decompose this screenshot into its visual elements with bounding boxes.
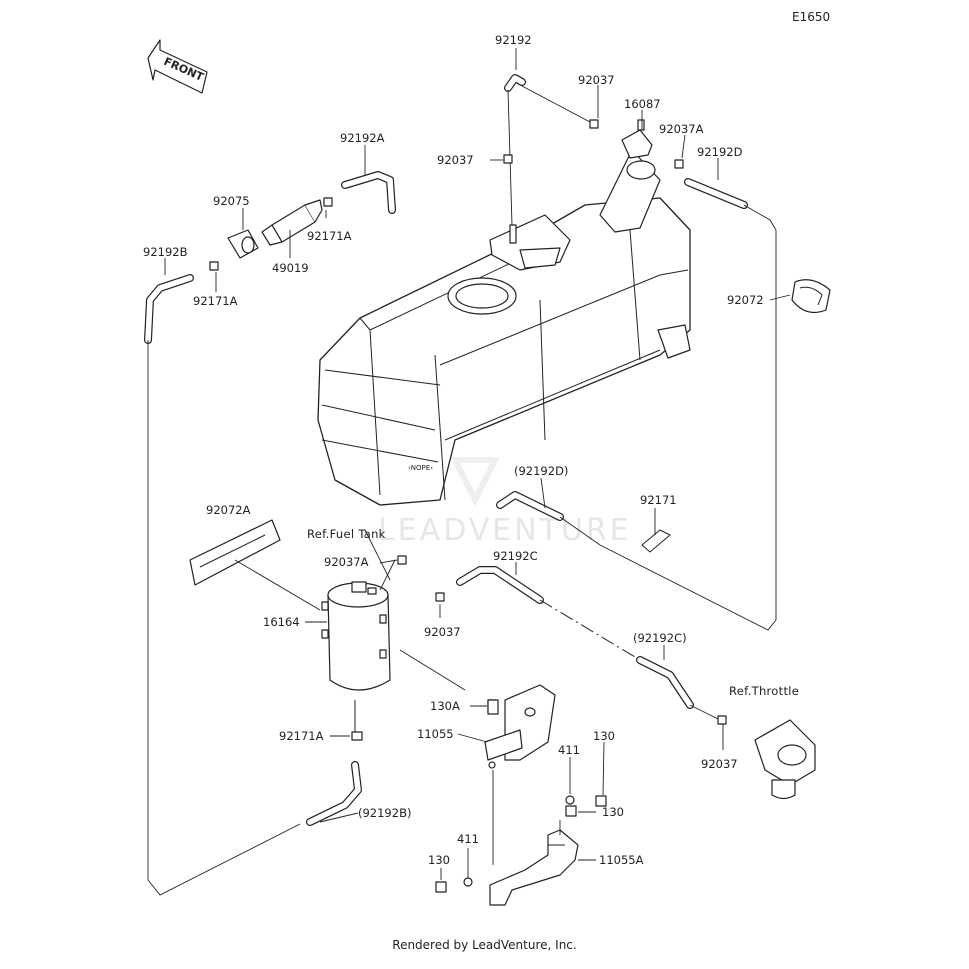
hose-92192 — [504, 74, 526, 92]
clamp-92037-mid — [435, 592, 445, 602]
footer-credit: Rendered by LeadVenture, Inc. — [392, 938, 577, 952]
label-92192B: 92192B — [143, 245, 188, 259]
fuel-tank: ›NOPE‹ — [317, 149, 691, 506]
label-92037A-top: 92037A — [659, 122, 704, 136]
clamp-92037A-top — [674, 159, 684, 169]
label-92192A: 92192A — [340, 131, 385, 145]
svg-text:›NOPE‹: ›NOPE‹ — [408, 464, 433, 472]
hose-92192-line — [521, 85, 591, 123]
bracket-11055A — [489, 829, 579, 906]
hose-92192D — [684, 178, 748, 209]
label-130A: 130A — [430, 699, 460, 713]
washer-411-b — [463, 877, 473, 887]
label-130-a: 130 — [593, 729, 615, 743]
label-49019: 49019 — [272, 261, 309, 275]
bolt-130-b — [565, 805, 577, 817]
label-92171A-c: 92171A — [279, 729, 324, 743]
watermark-logo-icon — [450, 457, 500, 507]
hose-92192B — [144, 274, 194, 344]
label-92037-left: 92037 — [437, 153, 474, 167]
label-92072: 92072 — [727, 293, 764, 307]
label-92075: 92075 — [213, 194, 250, 208]
clamp-92171A-b — [209, 261, 219, 271]
watermark: LEADVENTURE — [378, 513, 632, 548]
label-92192: 92192 — [495, 33, 532, 47]
washer-411-a — [565, 795, 575, 805]
clip-92072 — [791, 279, 831, 313]
label-92037-right: 92037 — [701, 757, 738, 771]
clamp-92171A-a — [323, 197, 333, 207]
clamp-92037-top — [589, 119, 599, 129]
label-92171A-b: 92171A — [193, 294, 238, 308]
clamp-92037-left — [503, 154, 513, 164]
bolt-130-a — [595, 795, 607, 807]
clamp-92171A-c — [351, 731, 363, 741]
label-92192D-ref: (92192D) — [514, 464, 568, 478]
hose-92192D-ref — [496, 491, 564, 521]
throttle-body — [754, 719, 816, 800]
bracket-11055 — [484, 684, 556, 769]
front-arrow-icon: FRONT — [147, 39, 208, 94]
hose-92192C-ref — [636, 656, 694, 709]
label-92037-mid: 92037 — [424, 625, 461, 639]
label-130-b: 130 — [602, 805, 624, 819]
bolt-130-c — [435, 881, 447, 893]
label-16087: 16087 — [624, 97, 661, 111]
label-92037-top: 92037 — [578, 73, 615, 87]
ref-fuel-tank-label: Ref.Fuel Tank — [307, 527, 386, 541]
clip-92171 — [641, 529, 671, 553]
hose-92192A — [341, 171, 396, 214]
diagram-code: E1650 — [792, 10, 831, 24]
clamp-92037A-mid — [397, 555, 407, 565]
canister-16164 — [321, 581, 391, 732]
label-411-b: 411 — [457, 832, 479, 846]
label-411-a: 411 — [558, 743, 580, 757]
label-11055: 11055 — [417, 727, 454, 741]
label-130-c: 130 — [428, 853, 450, 867]
label-92192D: 92192D — [697, 145, 743, 159]
hose-92192C — [456, 566, 544, 604]
label-92192B-ref: (92192B) — [358, 806, 411, 820]
label-92171: 92171 — [640, 493, 677, 507]
label-92072A: 92072A — [206, 503, 251, 517]
label-16164: 16164 — [263, 615, 300, 629]
filter-49019 — [261, 199, 323, 246]
label-92192C-ref: (92192C) — [633, 631, 687, 645]
label-92192C: 92192C — [493, 549, 538, 563]
ref-throttle-label: Ref.Throttle — [729, 684, 799, 698]
clamp-92037-right — [717, 715, 727, 725]
label-11055A: 11055A — [599, 853, 644, 867]
valve-16087 — [621, 119, 653, 159]
hose-92192B-ref — [306, 761, 362, 826]
label-92171A-a: 92171A — [307, 229, 352, 243]
holder-92075 — [227, 229, 259, 259]
bolt-130A — [487, 699, 499, 715]
band-92072A — [189, 519, 281, 586]
label-92037A-mid: 92037A — [324, 555, 369, 569]
